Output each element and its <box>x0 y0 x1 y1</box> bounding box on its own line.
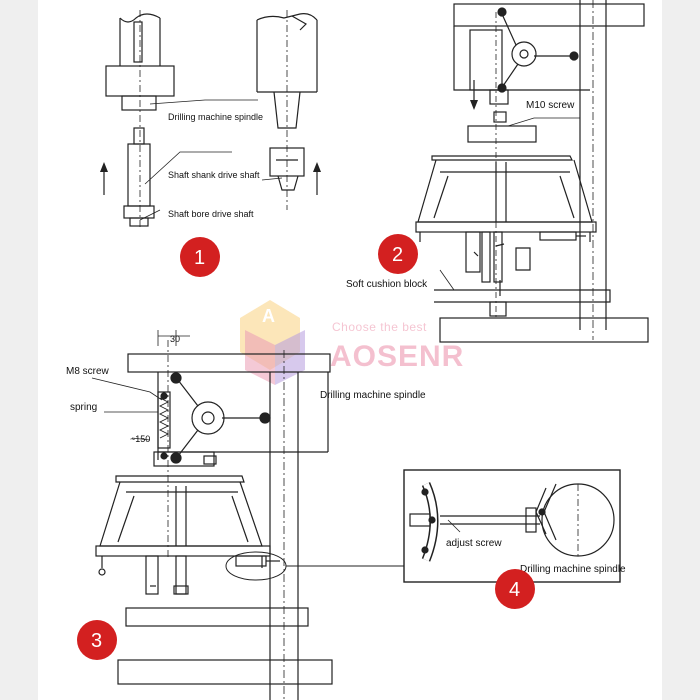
label-drilling-machine-spindle-1: Drilling machine spindle <box>168 112 263 122</box>
label-spring: spring <box>70 402 97 413</box>
label-shaft-shank-drive-shaft: Shaft shank drive shaft <box>168 170 260 180</box>
step-badge-2: 2 <box>378 234 418 274</box>
label-soft-cushion-block: Soft cushion block <box>346 279 428 290</box>
label-shaft-bore-drive-shaft: Shaft bore drive shaft <box>168 209 254 219</box>
step-number-2: 2 <box>392 244 403 266</box>
step-badge-4: 4 <box>495 569 535 609</box>
step-badge-3: 3 <box>77 620 117 660</box>
panel-2-drill-press <box>415 0 649 343</box>
watermark-brand: AOSENR <box>330 340 464 373</box>
watermark-tagline: Choose the best <box>332 320 427 334</box>
step-number-4: 4 <box>509 579 520 601</box>
label-dim-30: 30 <box>170 334 180 344</box>
step-number-1: 1 <box>194 247 205 269</box>
label-m10-screw: M10 screw <box>526 100 575 111</box>
label-adjust-screw: adjust screw <box>446 538 502 549</box>
watermark-logo-letter: A <box>262 306 275 326</box>
panel-1-spindle-shafts <box>100 10 321 230</box>
step-badge-1: 1 <box>180 237 220 277</box>
diagram-drawing: A Choose the best AOSENR <box>66 0 649 700</box>
step-number-3: 3 <box>91 630 102 652</box>
label-dim-150: ~150 <box>130 434 150 444</box>
label-m8-screw: M8 screw <box>66 366 110 377</box>
watermark: A Choose the best AOSENR <box>240 300 464 385</box>
diagram-sheet: A Choose the best AOSENR <box>38 0 662 700</box>
panel-4-adjust-screw-detail <box>403 469 621 583</box>
label-drilling-machine-spindle-4: Drilling machine spindle <box>520 564 626 575</box>
watermark-logo-icon: A <box>240 300 305 385</box>
panel-3-drill-press <box>91 330 333 700</box>
label-drilling-machine-spindle-3: Drilling machine spindle <box>320 390 426 401</box>
